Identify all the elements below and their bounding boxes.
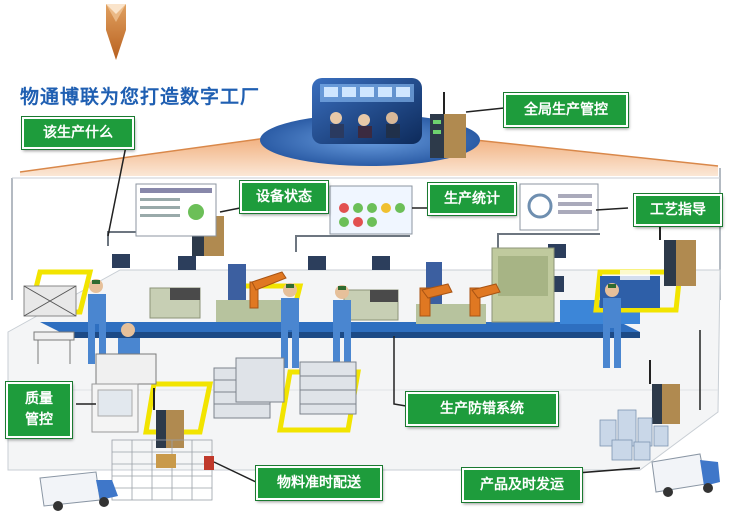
- label-quality-line2: 管控: [25, 412, 53, 428]
- label-process-guidance: 工艺指导: [634, 194, 722, 226]
- gateway-icon: [649, 360, 680, 424]
- machines: [23, 247, 660, 324]
- label-quality-line1: 质量: [25, 391, 53, 407]
- label-production-stats: 生产统计: [428, 183, 516, 215]
- dashboard-screen: [135, 183, 217, 237]
- label-what-to-produce: 该生产什么: [22, 117, 134, 149]
- quality-chamber: [91, 383, 139, 433]
- gateway-icon: [153, 388, 184, 448]
- material-carts: [213, 357, 357, 419]
- workers: [88, 279, 621, 370]
- down-arrow-icon: [106, 4, 126, 60]
- warehouse-racks: [111, 439, 213, 501]
- page-title: 物通博联为您打造数字工厂: [20, 86, 261, 108]
- dashboard-screen: [329, 185, 413, 235]
- label-material-delivery: 物料准时配送: [256, 466, 382, 500]
- dashboard-screen: [519, 183, 599, 231]
- label-equipment-status: 设备状态: [240, 181, 328, 213]
- buildings-icon: [599, 409, 669, 461]
- label-quality-control: 质量 管控: [6, 382, 72, 438]
- truck-icon: [651, 453, 720, 497]
- gateway-icon: [430, 92, 466, 158]
- label-error-proofing: 生产防错系统: [406, 392, 558, 426]
- label-global-control: 全局生产管控: [504, 93, 628, 127]
- label-product-shipping: 产品及时发运: [462, 468, 582, 502]
- truck-icon: [39, 471, 118, 511]
- robot-arms: [249, 271, 501, 317]
- control-room-image: [312, 78, 422, 144]
